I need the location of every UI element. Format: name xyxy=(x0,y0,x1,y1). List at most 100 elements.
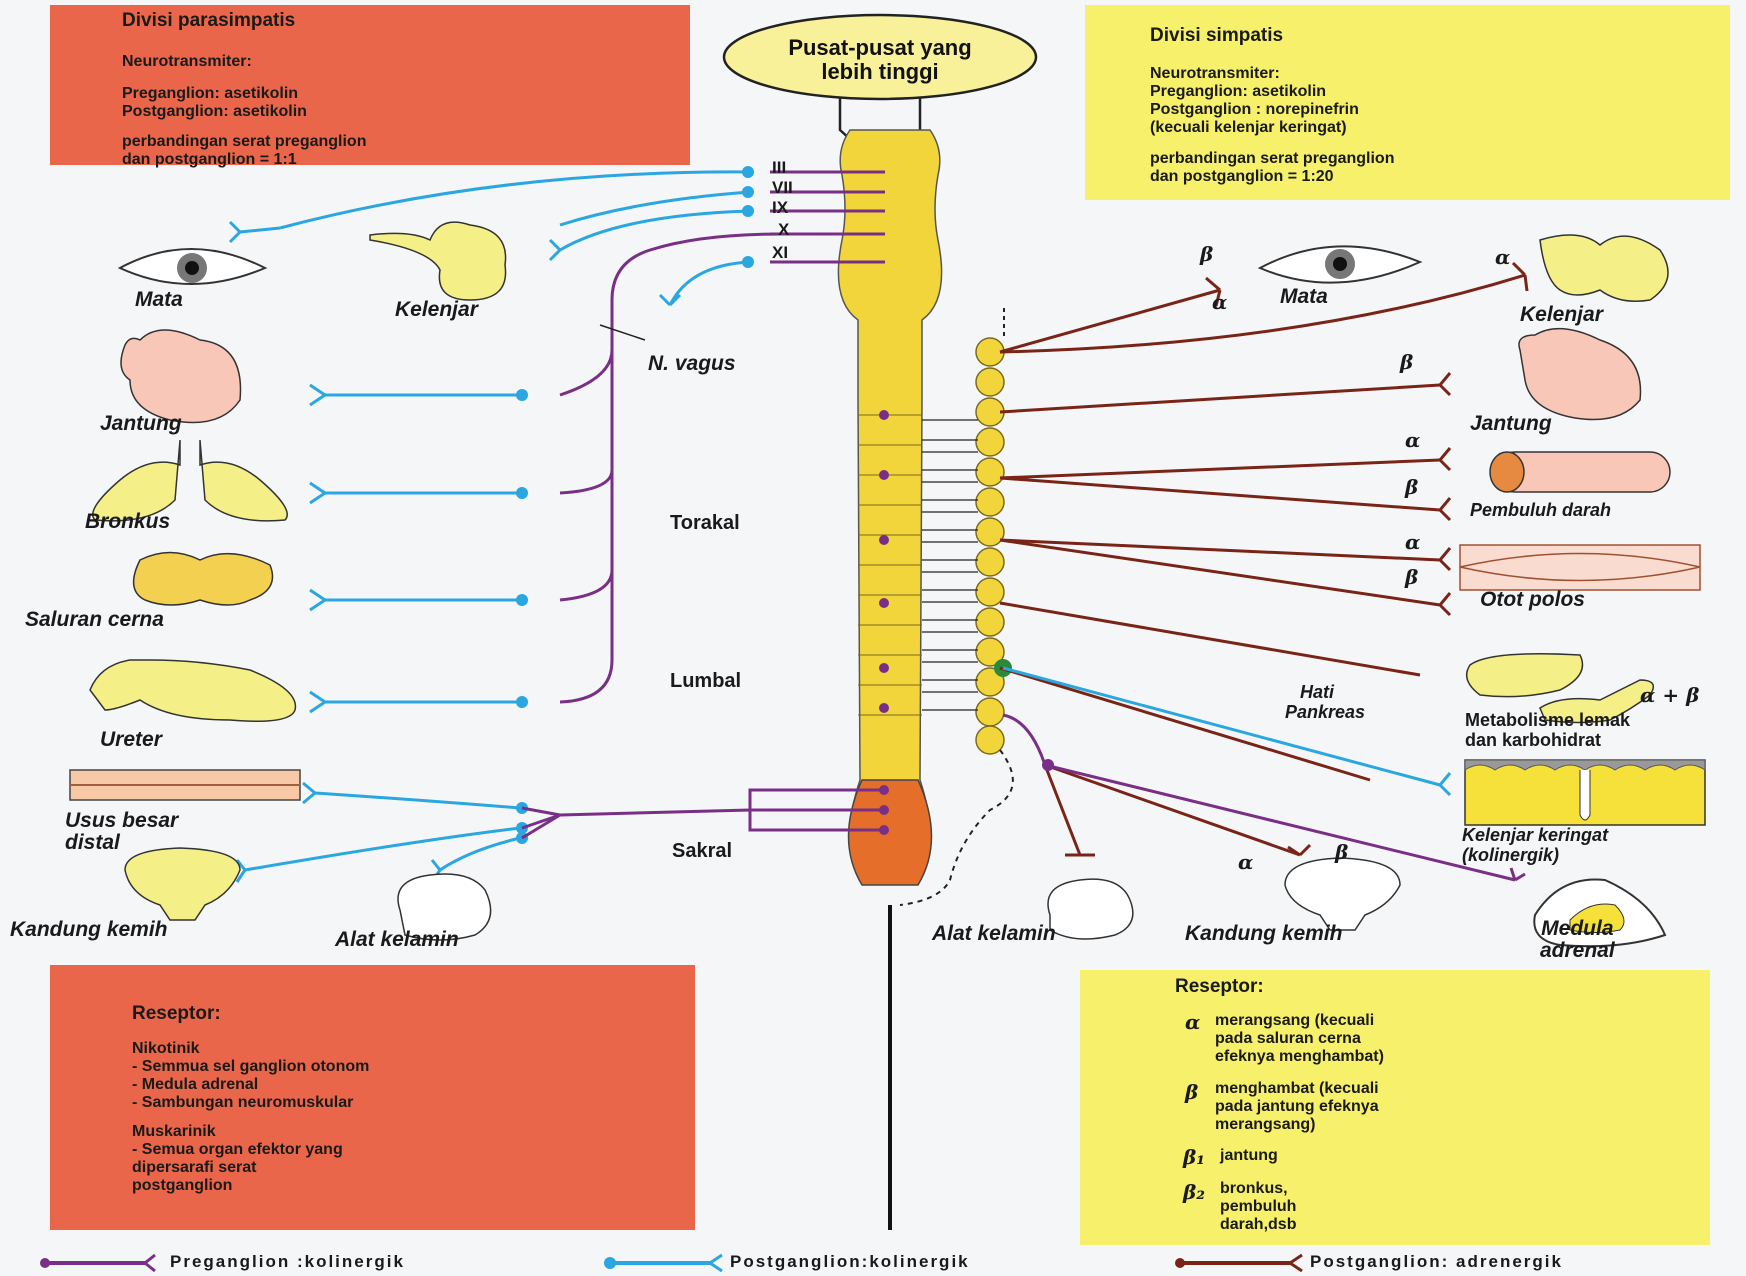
para-receptor-title: Reseptor: xyxy=(132,1003,221,1025)
simp-label-adrenal: Medula adrenal xyxy=(1540,918,1615,962)
simp-receptor-beta1-sym: β₁ xyxy=(1183,1145,1205,1169)
sacral-region xyxy=(849,780,932,885)
para-label-ureter: Ureter xyxy=(100,728,162,752)
para-label-eye: Mata xyxy=(135,288,183,312)
right-bladder-illustration xyxy=(1285,858,1400,930)
simp-receptor-beta-text: menghambat (kecuali pada jantung efeknya… xyxy=(1215,1080,1379,1134)
region-thoracic: Torakal xyxy=(670,512,740,535)
para-label-gut: Saluran cerna xyxy=(25,608,164,632)
cranial-nerve-x: X xyxy=(778,220,789,240)
simp-exception: (kecuali kelenjar keringat) xyxy=(1150,119,1347,137)
vagus-label: N. vagus xyxy=(648,352,736,376)
sympathetic-info-box: Divisi simpatis Neurotransmiter: Pregang… xyxy=(1085,5,1730,200)
para-receptor-muscarinic-items: - Semua organ efektor yang dipersarafi s… xyxy=(132,1141,343,1195)
region-sacral: Sakral xyxy=(672,840,732,863)
simp-receptor-beta2-text: bronkus, pembuluh darah,dsb xyxy=(1220,1180,1296,1234)
right-vessel-illustration xyxy=(1490,452,1670,492)
para-label-genitals: Alat kelamin xyxy=(335,928,459,952)
adrenal-ending xyxy=(1511,868,1525,880)
left-gland-illustration xyxy=(370,222,506,300)
simp-receptor-beta2-sym: β₂ xyxy=(1183,1180,1205,1204)
para-label-gland: Kelenjar xyxy=(395,298,478,322)
para-ratio: perbandingan serat preganglion dan postg… xyxy=(122,133,366,169)
sym-beta-vessel: β xyxy=(1405,475,1418,499)
sacral-preganglion xyxy=(522,790,880,838)
para-label-bladder: Kandung kemih xyxy=(10,918,168,942)
left-eye-illustration xyxy=(120,249,265,284)
legend-post-cholinergic: Postganglion:kolinergik xyxy=(730,1252,970,1272)
simp-label-vessel: Pembuluh darah xyxy=(1470,500,1611,521)
para-label-heart: Jantung xyxy=(100,412,182,436)
vagus-trunk xyxy=(560,234,885,702)
sym-alpha-vessel: α xyxy=(1405,428,1420,452)
simp-postganglion: Postganglion : norepinefrin xyxy=(1150,101,1359,119)
para-label-bronchus: Bronkus xyxy=(85,510,170,534)
brain-label: Pusat-pusat yang lebih tinggi xyxy=(725,36,1035,84)
sym-alpha-beta-pancreas: α + β xyxy=(1640,683,1699,707)
right-genitals-illustration xyxy=(1048,879,1133,939)
cranial-nerve-iii: III xyxy=(772,158,786,178)
para-label-colon: Usus besar distal xyxy=(65,810,178,854)
simp-label-liver: Hati xyxy=(1300,682,1334,703)
simp-box-title: Divisi simpatis xyxy=(1150,25,1283,47)
cranial-nerve-vii: VII xyxy=(772,178,793,198)
right-eye-illustration xyxy=(1260,246,1420,282)
simp-neurotransmitter-heading: Neurotransmiter: xyxy=(1150,65,1280,83)
simp-label-bladder: Kandung kemih xyxy=(1185,922,1343,946)
cranial-nerve-ix: IX xyxy=(772,198,788,218)
simp-receptor-box: Reseptor: α merangsang (kecuali pada sal… xyxy=(1080,970,1710,1245)
sym-alpha-gland: α xyxy=(1495,245,1510,269)
simp-preganglion: Preganglion: asetikolin xyxy=(1150,83,1326,101)
simp-label-gland: Kelenjar xyxy=(1520,303,1603,327)
simp-label-pancreas: Pankreas xyxy=(1285,702,1365,723)
rami xyxy=(922,420,978,710)
para-postganglion: Postganglion: asetikolin xyxy=(122,103,307,121)
simp-label-eye: Mata xyxy=(1280,285,1328,309)
left-heart-illustration xyxy=(121,330,241,423)
sym-beta-heart: β xyxy=(1400,350,1413,374)
simp-ratio: perbandingan serat preganglion dan postg… xyxy=(1150,150,1394,186)
cranial-nerve-xi: XI xyxy=(772,243,788,263)
sym-beta-bladder: β xyxy=(1335,840,1348,864)
right-heart-illustration xyxy=(1519,329,1641,420)
para-receptor-nicotinic: Nikotinik xyxy=(132,1040,200,1058)
para-receptor-box: Reseptor: Nikotinik - Semmua sel ganglio… xyxy=(50,965,695,1230)
right-smooth-muscle-illustration xyxy=(1460,545,1700,590)
simp-label-metabolism: Metabolisme lemak dan karbohidrat xyxy=(1465,710,1630,750)
right-sweat-gland-illustration xyxy=(1465,760,1705,825)
sym-beta-eye: β xyxy=(1200,242,1213,266)
legend-post-adrenergic: Postganglion: adrenergik xyxy=(1310,1252,1563,1272)
para-receptor-nicotinic-item-2: - Medula adrenal xyxy=(132,1076,258,1094)
simp-label-heart: Jantung xyxy=(1470,412,1552,436)
left-bladder-illustration xyxy=(125,848,240,920)
legend-preganglion: Preganglion :kolinergik xyxy=(170,1252,405,1272)
parasympathetic-info-box: Divisi parasimpatis Neurotransmiter: Pre… xyxy=(50,5,690,165)
vagus-pointer xyxy=(600,325,645,340)
lower-ganglion xyxy=(1042,759,1054,771)
simp-receptor-beta-sym: β xyxy=(1185,1080,1198,1104)
para-receptor-muscarinic: Muskarinik xyxy=(132,1123,216,1141)
simp-receptor-alpha-sym: α xyxy=(1185,1010,1200,1034)
sym-alpha-muscle: α xyxy=(1405,530,1420,554)
region-lumbar: Lumbal xyxy=(670,670,741,693)
sym-alpha-eye: α xyxy=(1212,290,1227,314)
sym-alpha-bladder: α xyxy=(1238,850,1253,874)
left-gut-illustration xyxy=(134,553,273,606)
right-gland-illustration xyxy=(1540,235,1668,301)
para-box-title: Divisi parasimpatis xyxy=(122,10,295,32)
right-liver-illustration xyxy=(1467,654,1583,697)
simp-label-smooth-muscle: Otot polos xyxy=(1480,588,1585,612)
simp-label-genitals: Alat kelamin xyxy=(932,922,1056,946)
simp-receptor-title: Reseptor: xyxy=(1175,976,1264,998)
simp-receptor-alpha-text: merangsang (kecuali pada saluran cerna e… xyxy=(1215,1012,1384,1066)
para-receptor-nicotinic-item-1: - Semmua sel ganglion otonom xyxy=(132,1058,369,1076)
para-receptor-nicotinic-item-3: - Sambungan neuromuskular xyxy=(132,1094,353,1112)
left-ureter-illustration xyxy=(90,660,295,721)
sweat-post xyxy=(1003,668,1440,785)
sympathetic-chain xyxy=(976,338,1004,754)
simp-label-sweat: Kelenjar keringat (kolinergik) xyxy=(1462,825,1608,865)
left-lungs-illustration xyxy=(93,440,287,521)
simp-receptor-beta1-text: jantung xyxy=(1220,1147,1278,1165)
sym-beta-muscle: β xyxy=(1405,565,1418,589)
sweat-post-ending xyxy=(1440,773,1450,795)
